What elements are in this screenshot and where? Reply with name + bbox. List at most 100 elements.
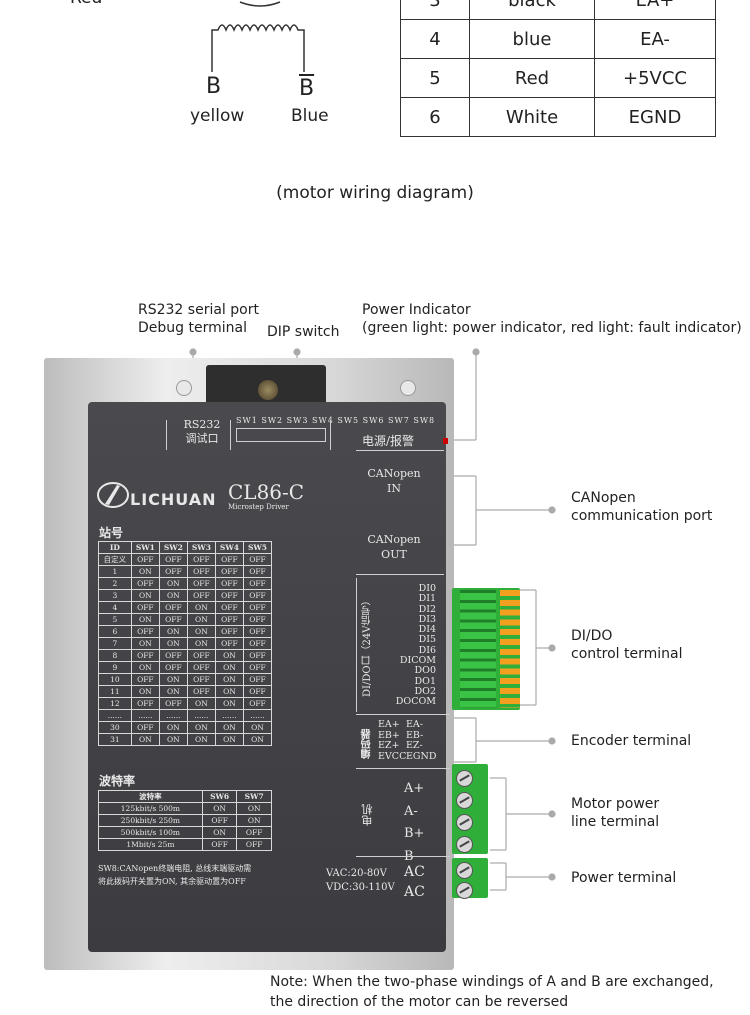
- coil-color-yellow: yellow: [190, 106, 245, 126]
- station-cell: ON: [130, 661, 160, 674]
- model-name: CL86-C: [228, 480, 305, 504]
- callout-power-indicator: Power Indicator (green light: power indi…: [362, 302, 742, 336]
- station-cell: ON: [214, 661, 244, 674]
- station-header-cell: SW5: [242, 541, 273, 554]
- station-cell: ON: [186, 697, 216, 710]
- bracket-screw: [258, 380, 278, 400]
- station-cell: ON: [158, 673, 188, 686]
- encoder-divider: [356, 768, 450, 769]
- model-subtitle: Microstep Driver: [228, 503, 289, 511]
- encoder-pin-label: EZ+: [378, 740, 400, 751]
- station-cell: ON: [214, 685, 244, 698]
- baud-cell: 1Mbit/s 25m: [98, 838, 203, 851]
- coil-terminal-b: B: [206, 74, 222, 99]
- station-cell: OFF: [158, 601, 188, 614]
- station-header-cell: SW1: [130, 541, 160, 554]
- dido-pin-label: DI2: [418, 603, 436, 615]
- station-cell: OFF: [242, 637, 273, 650]
- station-cell: 自定义: [98, 553, 132, 566]
- station-cell: ON: [186, 625, 216, 638]
- station-cell: 1: [98, 565, 132, 578]
- encoder-pin-label: EVCC: [378, 750, 407, 762]
- coil-letter-a: A: [115, 0, 130, 5]
- station-cell: OFF: [214, 553, 244, 566]
- dido-pin-label: DO1: [414, 675, 436, 687]
- station-header-cell: SW4: [214, 541, 244, 554]
- dido-pin-label: DOCOM: [395, 696, 436, 708]
- station-cell: ......: [130, 709, 160, 722]
- power-alarm-label: 电源/报警: [362, 434, 415, 448]
- motor-vertical-label: 电机: [361, 804, 374, 826]
- encoder-pin-label: EA-: [406, 719, 424, 730]
- dido-pin-label: DI1: [418, 593, 436, 605]
- wiring-cell-color: White: [469, 97, 595, 137]
- sw8-note: SW8:CANopen终端电阻, 总线末端驱动需 将此拨码开关置为ON, 其余驱…: [98, 864, 252, 886]
- station-cell: OFF: [242, 697, 273, 710]
- baud-cell: OFF: [201, 814, 238, 827]
- station-cell: 5: [98, 613, 132, 626]
- station-cell: OFF: [130, 721, 160, 734]
- station-cell: 12: [98, 697, 132, 710]
- station-cell: OFF: [214, 589, 244, 602]
- station-cell: OFF: [242, 625, 273, 638]
- baud-cell: 125kbit/s 500m: [98, 802, 203, 815]
- station-cell: ON: [158, 637, 188, 650]
- canopen-in-label: CANopen IN: [367, 467, 421, 495]
- motor-pin-label: A+: [404, 781, 425, 796]
- baud-table-title: 波特率: [99, 774, 136, 788]
- station-cell: ON: [186, 613, 216, 626]
- wiring-cell-pin: 5: [400, 58, 470, 98]
- station-cell: ON: [186, 601, 216, 614]
- callout-encoder: Encoder terminal: [571, 733, 692, 749]
- station-cell: OFF: [158, 661, 188, 674]
- dido-frame: [356, 578, 451, 712]
- station-cell: OFF: [130, 697, 160, 710]
- station-cell: OFF: [242, 613, 273, 626]
- dido-pin-label: DI6: [418, 644, 436, 656]
- station-cell: OFF: [130, 649, 160, 662]
- station-cell: OFF: [186, 685, 216, 698]
- callout-dip-switch: DIP switch: [267, 324, 340, 340]
- station-cell: OFF: [242, 673, 273, 686]
- station-cell: ON: [214, 733, 244, 746]
- station-cell: OFF: [158, 613, 188, 626]
- dido-vertical-label: DI/DO口（24V信号）: [362, 595, 373, 697]
- encoder-pin-label: EGND: [406, 750, 437, 762]
- station-cell: OFF: [214, 601, 244, 614]
- station-cell: ON: [130, 637, 160, 650]
- station-cell: 30: [98, 721, 132, 734]
- station-cell: ON: [214, 697, 244, 710]
- station-cell: ON: [130, 589, 160, 602]
- wiring-caption: (motor wiring diagram): [276, 183, 474, 203]
- station-cell: OFF: [130, 673, 160, 686]
- baud-cell: OFF: [236, 838, 272, 851]
- ac-label-2: AC: [404, 884, 425, 900]
- dido-connector-pins: [500, 590, 520, 708]
- dip-switch-labels: SW1 SW2 SW3 SW4 SW5 SW6 SW7 SW8: [236, 416, 436, 425]
- baud-cell: ON: [236, 802, 272, 815]
- station-cell: OFF: [242, 565, 273, 578]
- dido-pin-label: DI3: [418, 613, 436, 625]
- baud-cell: OFF: [201, 838, 238, 851]
- encoder-vertical-label: 编码器: [362, 729, 373, 759]
- motor-pin-label: B+: [404, 826, 425, 841]
- rs232-divider-left: [166, 420, 167, 450]
- station-cell: 10: [98, 673, 132, 686]
- station-header-cell: SW3: [186, 541, 216, 554]
- station-cell: OFF: [130, 553, 160, 566]
- dido-pin-label: DI0: [418, 583, 436, 594]
- station-cell: OFF: [158, 697, 188, 710]
- station-cell: OFF: [130, 577, 160, 590]
- encoder-left-labels: EA+EB+EZ+EVCC: [378, 719, 407, 762]
- station-cell: ON: [130, 565, 160, 578]
